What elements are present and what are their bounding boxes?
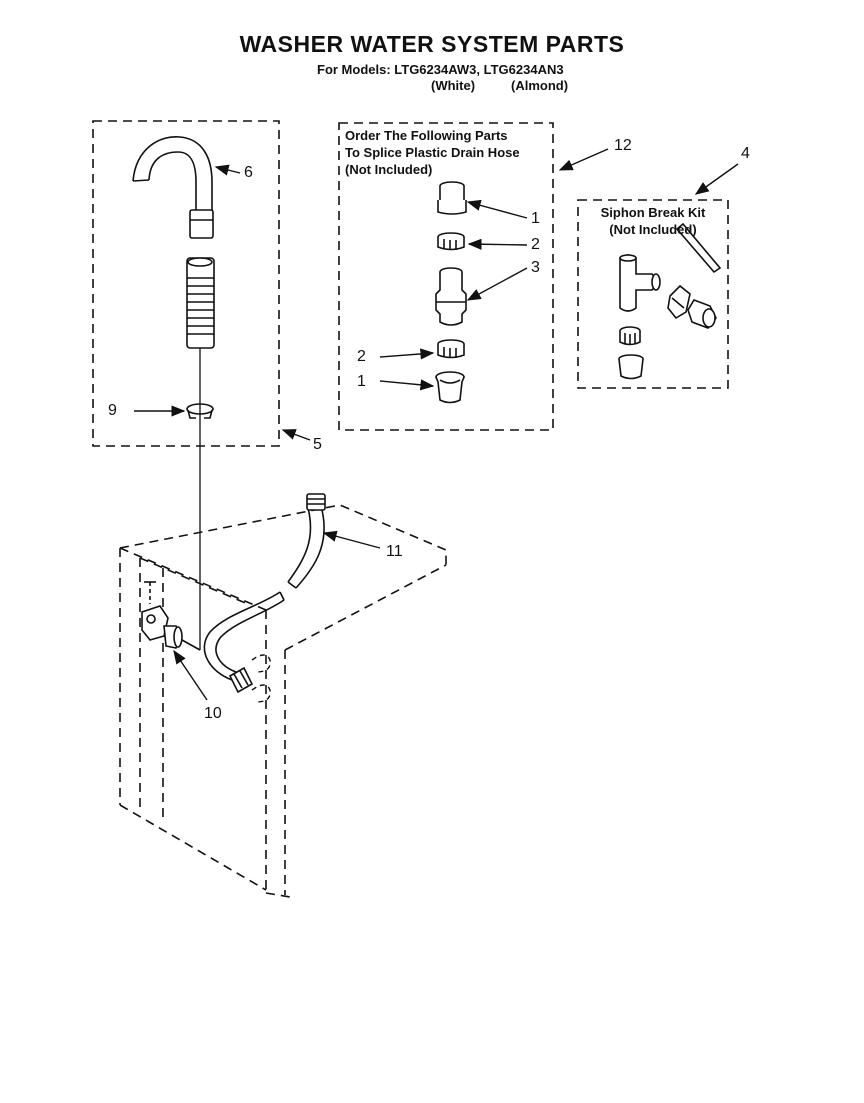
callout-2-bottom: 2 [357, 348, 366, 365]
siphon-kit-line1: Siphon Break Kit [600, 205, 706, 220]
leader-4 [694, 163, 739, 195]
siphon-parts [618, 222, 722, 380]
callout-9: 9 [108, 402, 117, 419]
siphon-kit-box [577, 199, 729, 389]
splice-parts [435, 181, 467, 404]
leader-1b [379, 379, 435, 391]
inlet-hose [203, 493, 326, 694]
callout-5: 5 [313, 436, 322, 453]
splice-kit-box [338, 122, 554, 431]
siphon-kit-note: Siphon Break Kit (Not Included) [578, 204, 728, 238]
callout-1-bottom: 1 [357, 373, 366, 390]
callout-4: 4 [741, 145, 750, 162]
drain-hose-hook [132, 136, 214, 239]
washer-cabinet [119, 504, 447, 898]
splice-kit-line1: Order The Following Parts [345, 128, 508, 143]
splice-kit-line2: To Splice Plastic Drain Hose [345, 145, 520, 160]
page-title: WASHER WATER SYSTEM PARTS [239, 31, 625, 57]
callout-1-top: 1 [531, 210, 540, 227]
splice-kit-note: Order The Following Parts To Splice Plas… [345, 127, 520, 178]
leader-12 [558, 148, 609, 171]
water-valve [141, 581, 201, 651]
callout-12: 12 [614, 137, 632, 154]
callout-2-top: 2 [531, 236, 540, 253]
leader-6 [214, 164, 241, 176]
leader-10 [173, 649, 208, 701]
splice-kit-line3: (Not Included) [345, 162, 433, 177]
leader-3 [466, 267, 528, 301]
drain-hose-end [186, 257, 215, 349]
leader-1a [466, 199, 528, 219]
leader-11 [322, 530, 381, 549]
hose-clamp [186, 403, 214, 419]
variant-almond: (Almond) [511, 78, 569, 93]
drain-hose-group-box [92, 120, 280, 447]
callout-3: 3 [531, 259, 540, 276]
callout-10: 10 [204, 705, 222, 722]
callout-6: 6 [244, 164, 253, 181]
models-line: For Models: LTG6234AW3, LTG6234AN3 [317, 62, 564, 77]
leader-5 [281, 429, 311, 441]
leader-2b [379, 348, 435, 360]
variant-white: (White) [431, 78, 476, 93]
callout-11: 11 [386, 543, 403, 560]
leader-2a [467, 238, 528, 250]
siphon-kit-line2: (Not Included) [609, 222, 697, 237]
hose-ghost [251, 654, 271, 703]
